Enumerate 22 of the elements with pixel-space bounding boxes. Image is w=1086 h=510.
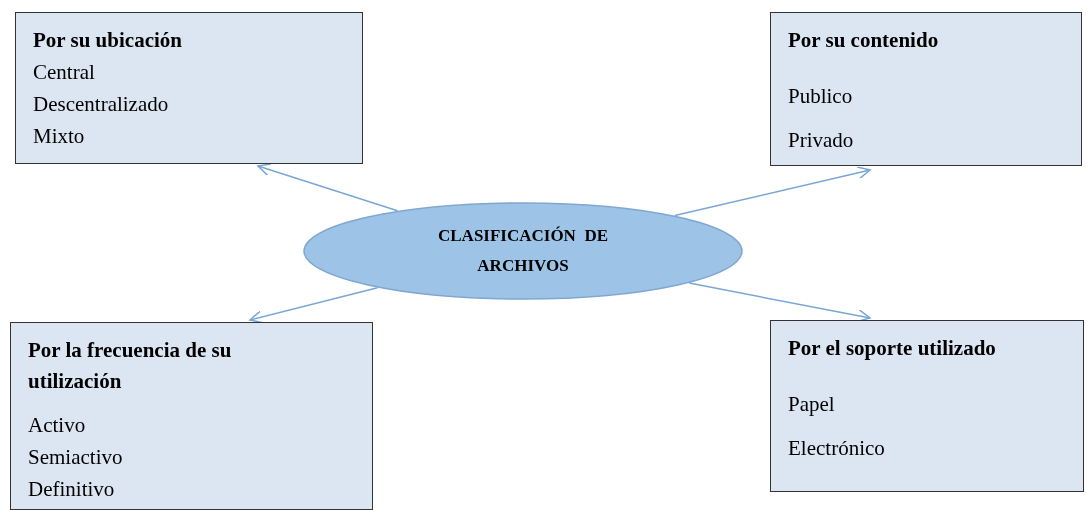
box-heading: Por su contenido — [788, 27, 940, 54]
list-item: Activo — [28, 412, 87, 439]
category-box — [770, 12, 1082, 166]
arrow — [257, 163, 399, 212]
category-box — [10, 322, 373, 510]
list-item: Electrónico — [788, 435, 886, 462]
list-item: Central — [33, 59, 96, 86]
list-item: Definitivo — [28, 476, 116, 503]
box-heading: Por su ubicación — [33, 27, 183, 54]
list-item: Descentralizado — [33, 91, 170, 118]
list-item: Papel — [788, 391, 836, 418]
box-heading: Por la frecuencia de su utilización — [28, 337, 233, 395]
list-item: Privado — [788, 127, 855, 154]
box-heading: Por el soporte utilizado — [788, 335, 997, 362]
ellipse-label: CLASIFICACIÓN DE ARCHIVOS — [437, 225, 609, 277]
list-item: Semiactivo — [28, 444, 124, 471]
arrow — [249, 287, 379, 324]
list-item: Publico — [788, 83, 854, 110]
arrow — [674, 166, 871, 217]
category-box — [15, 12, 363, 164]
category-box — [770, 320, 1084, 492]
list-item: Mixto — [33, 123, 86, 150]
